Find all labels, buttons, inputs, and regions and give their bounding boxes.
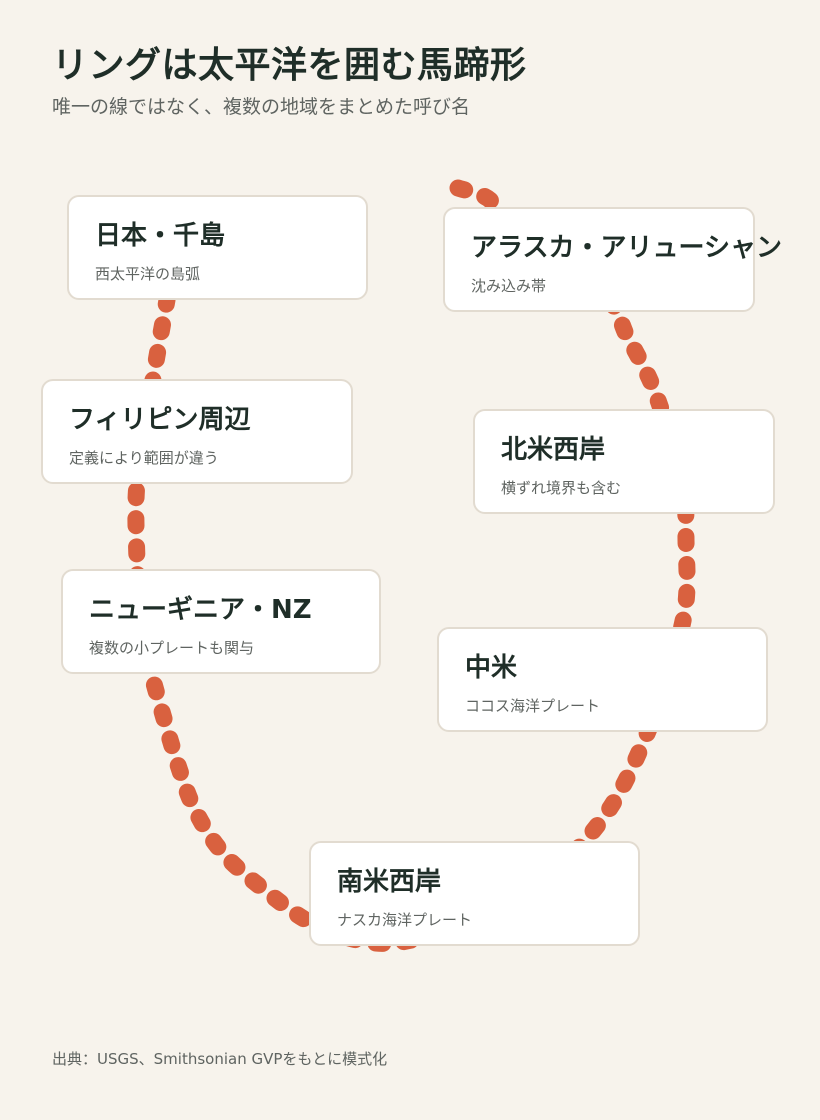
region-description: 横ずれ境界も含む: [501, 479, 622, 497]
region-card-north-america-west: 北米西岸 横ずれ境界も含む: [473, 409, 775, 514]
region-description: ナスカ海洋プレート: [337, 911, 473, 929]
source-note: 出典：USGS、Smithsonian GVPをもとに模式化: [52, 1050, 388, 1068]
region-card-central-america: 中米 ココス海洋プレート: [437, 627, 768, 732]
region-name: 北米西岸: [501, 435, 606, 465]
region-card-alaska-aleutian: アラスカ・アリューシャン 沈み込み帯: [443, 207, 782, 312]
region-description: 西太平洋の島弧: [95, 265, 201, 283]
region-description: 沈み込み帯: [471, 277, 547, 295]
region-description: 複数の小プレートも関与: [89, 639, 255, 657]
region-card-philippines: フィリピン周辺 定義により範囲が違う: [41, 379, 353, 484]
region-card-south-america-west: 南米西岸 ナスカ海洋プレート: [309, 841, 640, 946]
region-card-new-guinea-nz: ニューギニア・NZ 複数の小プレートも関与: [61, 569, 381, 674]
region-name: フィリピン周辺: [69, 405, 251, 435]
region-description: 定義により範囲が違う: [69, 449, 219, 467]
region-name: 日本・千島: [95, 221, 226, 251]
page-title: リングは太平洋を囲む馬蹄形: [52, 45, 527, 86]
region-description: ココス海洋プレート: [465, 697, 601, 715]
region-name: 南米西岸: [337, 867, 442, 897]
region-name: アラスカ・アリューシャン: [471, 233, 782, 263]
region-name: ニューギニア・NZ: [89, 595, 312, 625]
page-subtitle: 唯一の線ではなく、複数の地域をまとめた呼び名: [52, 96, 471, 118]
region-name: 中米: [465, 653, 518, 683]
region-card-japan-kurils: 日本・千島 西太平洋の島弧: [67, 195, 368, 300]
